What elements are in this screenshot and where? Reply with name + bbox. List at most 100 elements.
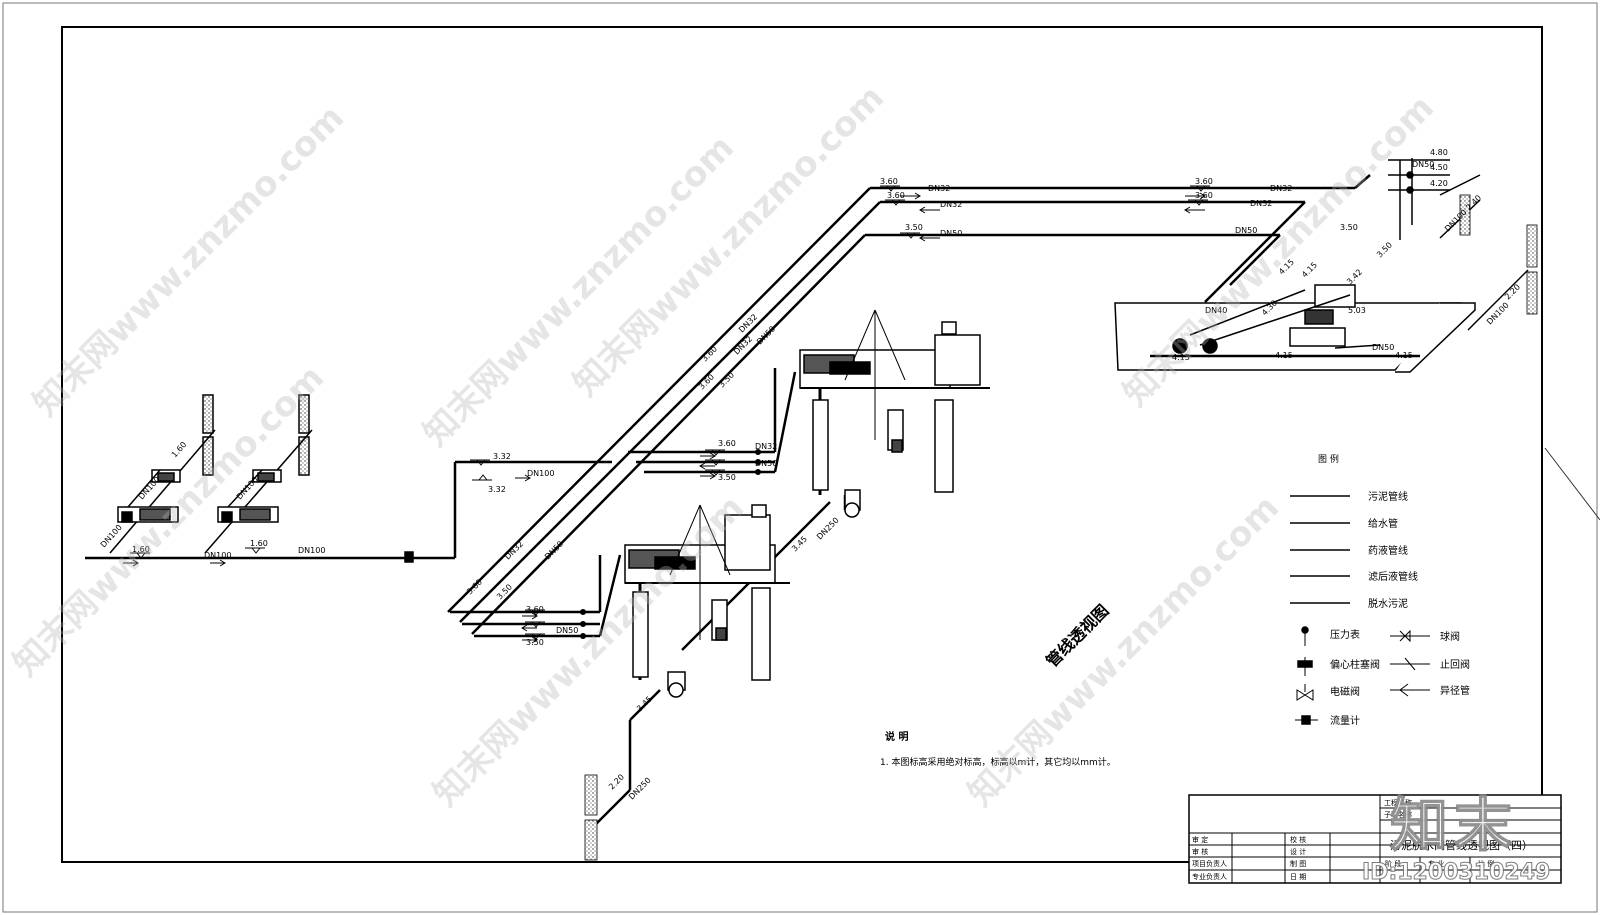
elev-label: 1.60 [170,440,189,459]
notes-text: 1. 本图标高采用绝对标高，标高以m计，其它均以mm计。 [880,756,1116,768]
legend-symbol-label: 流量计 [1330,714,1360,727]
elev-label: DN32 [732,334,754,356]
legend-line-label: 滤后液管线 [1368,570,1418,583]
image-id: ID:1200310249 [1361,860,1551,886]
sub-project-label: 子项名称 [1384,810,1412,819]
tb-row-mid: 制 图 [1290,859,1306,868]
elev-label: 3.50 [526,638,544,647]
elev-label: 4.20 [1430,179,1448,188]
legend-symbol-label: 球阀 [1440,630,1460,643]
elev-label: DN100 [235,475,260,501]
elev-label: DN50 [1235,226,1257,235]
legend-symbol-label: 止回阀 [1440,658,1470,671]
elev-label: 3.60 [718,439,736,448]
elev-label: 3.50 [718,473,736,482]
elev-label: 3.32 [493,452,511,461]
elev-label: DN250 [815,516,841,542]
elev-label: DN100 [99,523,124,549]
wall-hatch [1459,194,1471,236]
title-block [1188,794,1562,884]
tb-row-mid: 日 期 [1290,873,1306,881]
elev-label: 3.45 [790,534,809,553]
elev-label: DN32 [1250,199,1272,208]
elev-label: 4.50 [1430,163,1448,172]
elev-label: 3.42 [1345,267,1364,286]
elev-label: 3.60 [1195,177,1213,186]
level-markers [525,185,1210,640]
drawing-title: 管线透视图 [1042,601,1112,671]
legend-line-label: 污泥管线 [1368,490,1408,503]
wall-hatch [298,436,310,476]
pump-area-labels: DN100 1.60 DN100 1.60 DN100 DN100 DN100 … [99,440,555,560]
elev-label: 3.50 [717,370,736,389]
wall-hatch [202,436,214,476]
elev-label: DN50 [543,539,565,561]
tb-row-left: 审 定 [1192,835,1208,844]
wall-hatch [1526,224,1538,268]
elev-label: 1.60 [250,539,268,548]
notes-heading: 说 明 [885,730,908,743]
pipe-bundle [447,174,1371,831]
title-block-text: 工程名称 子项名称 污泥脱水间管线透视图（四） 审 定 审 核 项目负责人 专业… [1192,798,1533,881]
wall-hatch [1526,271,1538,315]
legend-symbol-label: 电磁阀 [1330,685,1360,698]
wall-hatch [584,819,598,861]
dewatering-machine-upper [799,309,990,518]
elev-label: 2.20 [607,772,626,791]
dewatering-machine-lower [624,504,790,698]
elev-label: DN100 [204,551,231,560]
bundle-labels: 3.60 DN32 3.60 DN32 3.50 DN50 3.60 DN32 … [465,177,1358,801]
elev-label: DN32 [737,312,759,334]
elev-label: 5.03 [1348,306,1366,315]
legend: 图 例 [1290,453,1430,725]
tb-bottom-cell: 阶 段 [1385,859,1401,868]
legend-symbol-label: 偏心柱塞阀 [1330,658,1380,671]
brand-logo: 知末 [1389,790,1519,860]
elev-label: DN50 [1372,343,1394,352]
pump-area-left [85,394,612,567]
elev-label: DN100 [298,546,325,555]
elev-label: 4.15 [1277,257,1296,276]
elev-label: DN50 [1412,160,1434,169]
elev-label: DN32 [755,442,777,451]
tb-row-mid: 设 计 [1290,847,1306,856]
tb-row-left: 项目负责人 [1192,859,1227,868]
legend-line-label: 脱水污泥 [1368,597,1408,610]
elev-label: 3.50 [1375,240,1394,259]
elev-label: DN50 [755,324,777,346]
tb-bottom-cell: 专 业 [1428,859,1444,868]
elev-label: 3.60 [887,191,905,200]
tb-row-left: 专业负责人 [1192,872,1227,881]
flow-arrows [521,192,1206,644]
legend-line-label: 给水管 [1368,517,1398,530]
frame-edge-mark [1544,447,1600,521]
elev-label: 3.32 [488,485,506,494]
elev-label: DN100 [527,469,554,478]
elev-label: 3.60 [880,177,898,186]
elev-label: 4.80 [1430,148,1448,157]
elev-label: 3.60 [526,605,544,614]
elev-label: 4.15 [1300,260,1319,279]
title-block-drawing-title: 污泥脱水间管线透视图（四） [1390,838,1533,852]
elev-label: DN50 [940,229,962,238]
legend-line-label: 药液管线 [1368,544,1408,557]
elev-label: 3.60 [1195,191,1213,200]
elev-label: 3.50 [1340,223,1358,232]
elev-label: 2.20 [1503,282,1522,301]
wall-hatch [202,394,214,434]
elev-label: DN32 [940,200,962,209]
legend-labels: 污泥管线 给水管 药液管线 滤后液管线 脱水污泥 压力表 偏心柱塞阀 电磁阀 流… [1330,490,1470,727]
elev-label: DN32 [1270,184,1292,193]
elev-label: 4.15 [1395,351,1413,360]
legend-symbol-label: 压力表 [1330,628,1360,641]
inner-frame [61,26,1543,863]
wall-hatch [298,394,310,434]
elev-label: 4.15 [1172,353,1190,362]
elev-label: 3.50 [905,223,923,232]
elev-label: 1.60 [132,545,150,554]
tb-row-mid: 校 核 [1290,835,1306,844]
elev-label: DN32 [928,184,950,193]
tb-bottom-cell: 比 例 [1478,859,1494,868]
